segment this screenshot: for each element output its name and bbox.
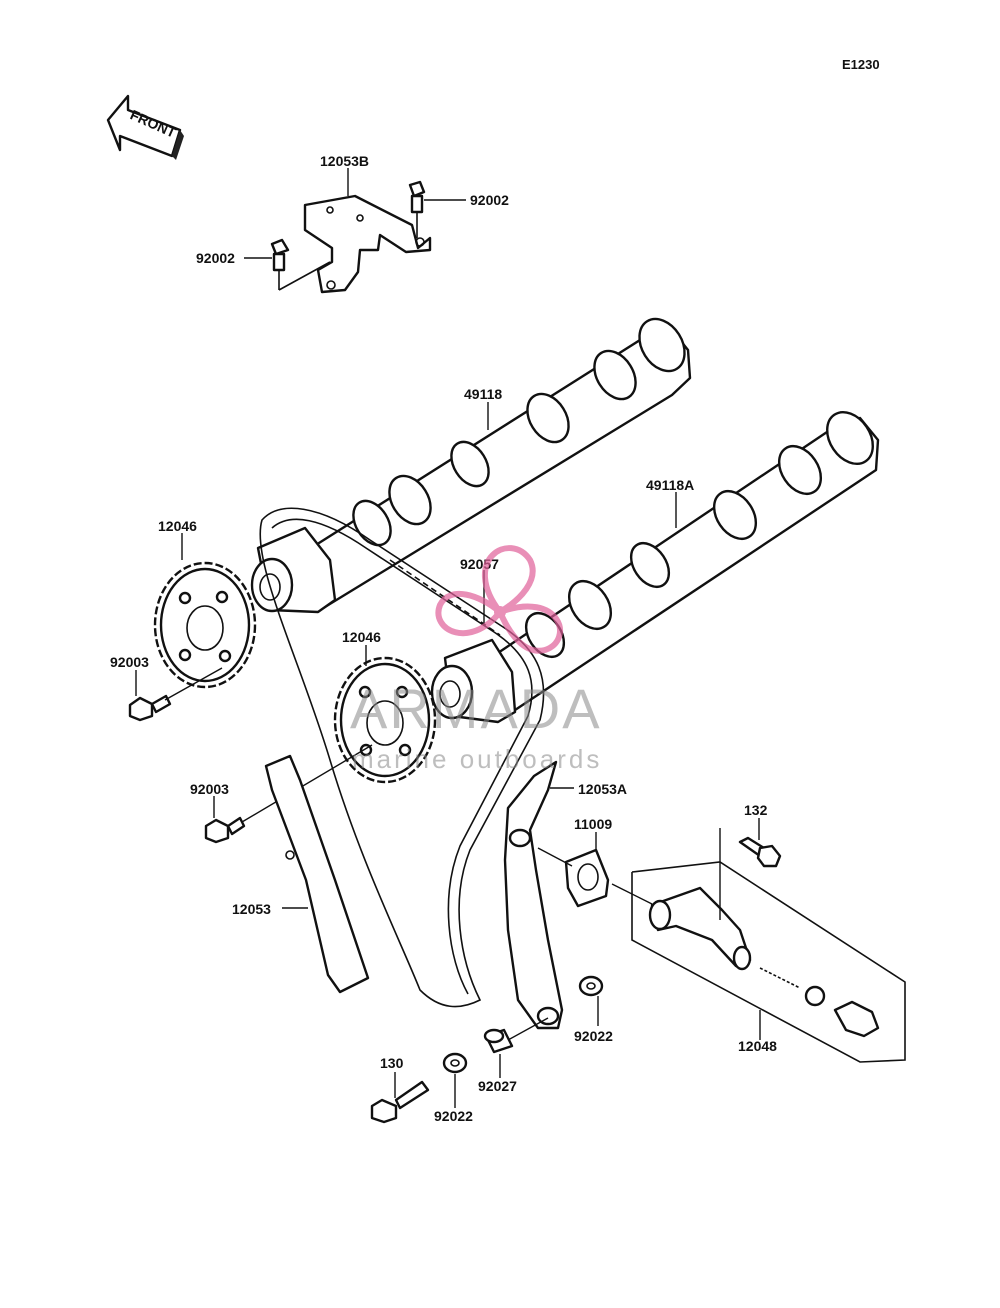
leader-lines (135, 168, 761, 1108)
camshaft-hub-lower (430, 638, 517, 724)
gasket-11009 (537, 847, 610, 908)
sprocket-12046-right (333, 656, 437, 784)
front-arrow-icon: FRONT (106, 94, 184, 160)
label-12053B: 12053B (320, 153, 369, 169)
washer-92022-right (578, 975, 604, 997)
bolt-92003-lower (204, 744, 373, 844)
diagram-ref-code: E1230 (842, 57, 880, 72)
bracket-12053B (303, 194, 432, 294)
label-92022-right: 92022 (574, 1028, 613, 1044)
watermark-brand: ARMADA (350, 677, 602, 740)
watermark-logo-icon (435, 545, 563, 654)
label-92002-left: 92002 (196, 250, 235, 266)
label-130: 130 (380, 1055, 404, 1071)
label-92003-upper: 92003 (110, 654, 149, 670)
tensioner-assembly-12048 (611, 828, 906, 1063)
camshaft-hub-upper (250, 526, 337, 614)
label-12053: 12053 (232, 901, 271, 917)
watermark-tagline: marine outboards (352, 744, 602, 774)
bolt-92003-upper (128, 667, 223, 722)
label-92022-bottom: 92022 (434, 1108, 473, 1124)
bolt-132 (738, 836, 782, 868)
camshaft-49118A (478, 411, 880, 722)
label-12046-left: 12046 (158, 518, 197, 534)
label-132: 132 (744, 802, 768, 818)
label-49118A: 49118A (646, 477, 694, 493)
washer-92022-bottom (442, 1052, 468, 1074)
bolt-92002-left (270, 238, 331, 291)
bolt-92002-right (408, 180, 426, 238)
cam-chain-92057 (259, 507, 545, 1008)
collar-92027 (483, 1017, 549, 1054)
sprocket-12046-left (153, 561, 257, 689)
label-11009: 11009 (574, 816, 612, 832)
label-12053A: 12053A (578, 781, 627, 797)
camshaft-49118 (298, 317, 692, 612)
label-92003-lower: 92003 (190, 781, 229, 797)
label-92027: 92027 (478, 1078, 517, 1094)
label-12046-right: 12046 (342, 629, 381, 645)
label-92002-right: 92002 (470, 192, 509, 208)
bolt-130 (370, 1080, 430, 1124)
chain-guide-12053A (503, 760, 564, 1030)
chain-guide-12053 (264, 754, 370, 994)
label-12048: 12048 (738, 1038, 777, 1054)
label-49118: 49118 (464, 386, 502, 402)
